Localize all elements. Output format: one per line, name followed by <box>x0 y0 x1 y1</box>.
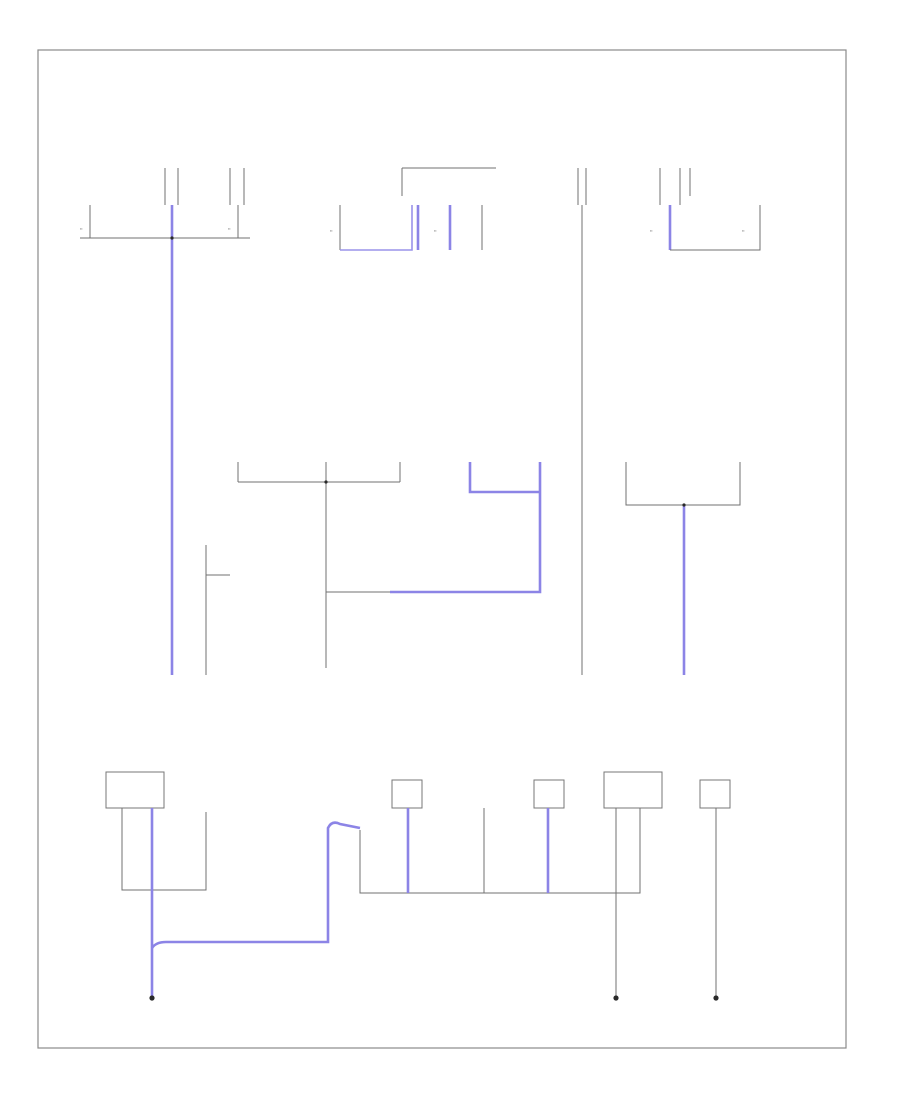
pin-text-d: ▪▪ <box>434 229 437 233</box>
connector-tick-2 <box>229 168 245 205</box>
pin-text-e: ▪▪ <box>650 229 653 233</box>
connector-wire-e <box>670 205 761 251</box>
pin-text-b: ▪▪ <box>228 227 231 231</box>
top-section: ▪▪ ▪▪ ▪▪ ▪▪ ▪▪ ▪▪ <box>80 167 761 675</box>
hi-wire-bottom-cross <box>150 821 361 949</box>
ground-dot-1 <box>149 995 155 1001</box>
pin-text-c: ▪▪ <box>330 229 333 233</box>
bottom-left-frame-wire <box>121 808 207 891</box>
bottom-section <box>105 771 731 1001</box>
splice-dot-mid <box>324 480 328 484</box>
splice-dot-left <box>170 236 174 240</box>
component-box-2 <box>391 779 423 809</box>
component-box-3 <box>533 779 565 809</box>
connector-tick-4 <box>659 168 691 205</box>
right-mid-bus <box>625 462 741 506</box>
connector-bracket <box>401 167 496 196</box>
hi-wire-short-1 <box>340 205 413 251</box>
diagram-frame <box>37 49 847 1049</box>
connector-tick-3 <box>577 168 587 205</box>
component-box-5 <box>699 779 731 809</box>
bottom-drop-3 <box>616 808 641 894</box>
hi-wire-mid-1 <box>468 462 540 494</box>
component-box-1 <box>105 771 165 809</box>
component-box-4 <box>603 771 663 809</box>
ground-dot-3 <box>713 995 719 1001</box>
splice-dot-right-mid <box>682 503 686 507</box>
pigtail-wire <box>205 545 230 675</box>
ground-dot-2 <box>613 995 619 1001</box>
pin-text-f: ▪▪ <box>742 229 745 233</box>
pin-text-a: ▪▪ <box>80 227 83 231</box>
connector-tick-1 <box>164 168 179 205</box>
hi-wire-mid-2 <box>390 462 542 594</box>
bottom-bus <box>359 830 616 894</box>
middle-section <box>205 462 741 675</box>
